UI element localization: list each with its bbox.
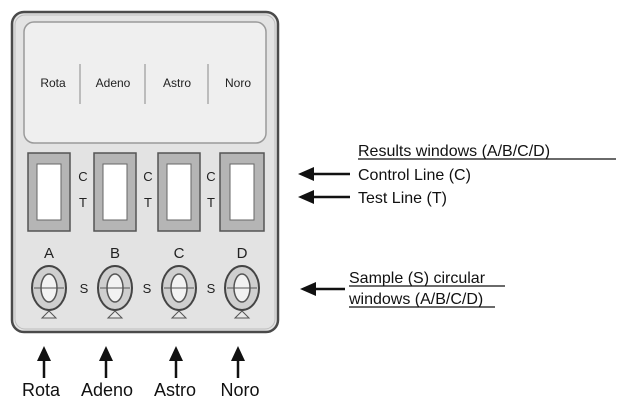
panel-label-noro: Noro <box>225 76 251 90</box>
result-window-d <box>219 152 265 232</box>
sample-window-arrow <box>300 282 345 296</box>
well-letter-a: A <box>44 245 54 262</box>
test-letter: T <box>79 195 87 210</box>
well-letter-d: D <box>237 245 248 262</box>
control-line-arrow <box>298 167 350 181</box>
sample-letter: S <box>143 281 152 296</box>
control-letter: C <box>143 169 152 184</box>
panel-label-adeno: Adeno <box>96 76 131 90</box>
panel-label-astro: Astro <box>163 76 191 90</box>
bottom-label-noro: Noro <box>220 380 259 400</box>
control-letter: C <box>206 169 215 184</box>
result-window-a <box>27 152 71 232</box>
test-line-label: Test Line (T) <box>358 190 447 207</box>
sample-well-b <box>97 265 133 319</box>
result-window-b <box>93 152 137 232</box>
sample-well-c <box>161 265 197 319</box>
sample-windows-label-line2: windows (A/B/C/D) <box>348 291 483 308</box>
test-cassette-inner-border <box>14 14 276 330</box>
well-letter-b: B <box>110 245 120 262</box>
sample-well-d <box>224 265 260 319</box>
well-letter-c: C <box>174 245 185 262</box>
rota-arrow <box>37 346 51 378</box>
control-line-label: Control Line (C) <box>358 167 471 184</box>
result-window-c <box>157 152 201 232</box>
sample-letter: S <box>207 281 216 296</box>
adeno-arrow <box>99 346 113 378</box>
sample-well-a <box>31 265 67 319</box>
bottom-label-adeno: Adeno <box>81 380 133 400</box>
noro-arrow <box>231 346 245 378</box>
control-letter: C <box>78 169 87 184</box>
bottom-label-rota: Rota <box>22 380 61 400</box>
bottom-label-astro: Astro <box>154 380 196 400</box>
sample-letter: S <box>80 281 89 296</box>
test-letter: T <box>144 195 152 210</box>
panel-label-rota: Rota <box>40 76 66 90</box>
test-letter: T <box>207 195 215 210</box>
astro-arrow <box>169 346 183 378</box>
results-windows-label: Results windows (A/B/C/D) <box>358 143 550 160</box>
sample-windows-label-line1: Sample (S) circular <box>349 270 486 287</box>
test-line-arrow <box>298 190 350 204</box>
